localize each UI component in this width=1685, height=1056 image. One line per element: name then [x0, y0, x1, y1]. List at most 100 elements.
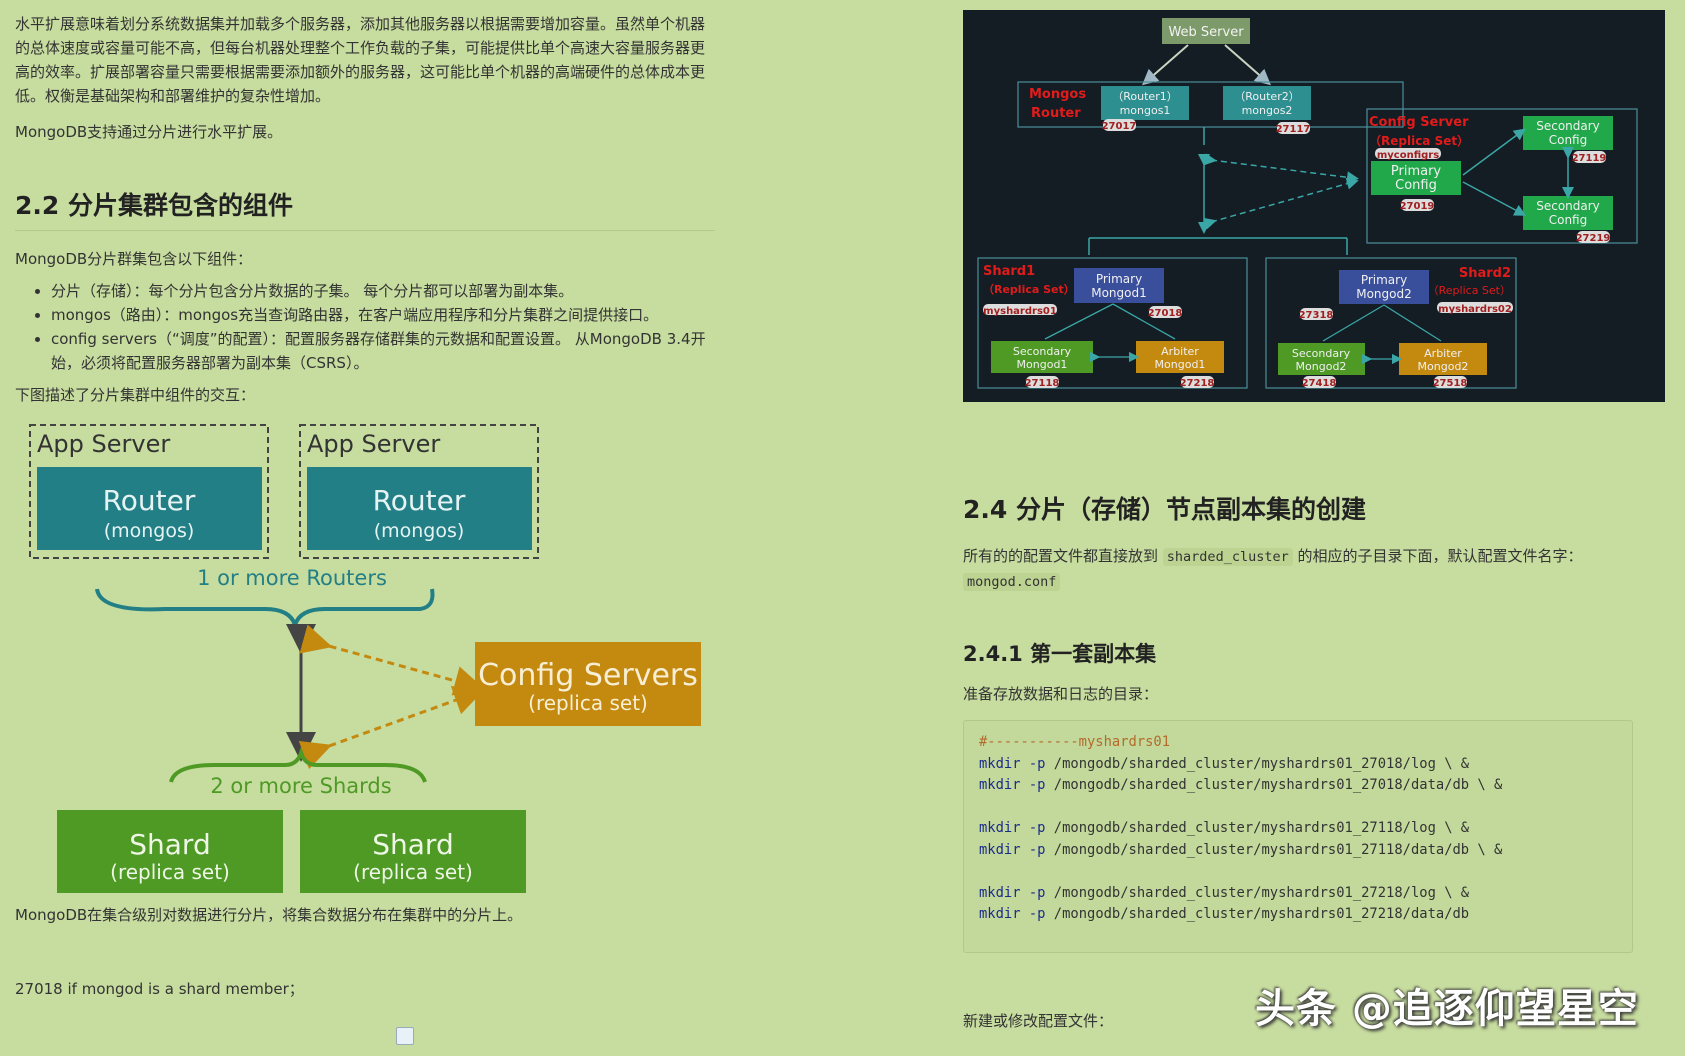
router1-box [1101, 86, 1189, 120]
mongod1-label: Mongod1 [1091, 286, 1147, 300]
diagram-caption: 下图描述了分片集群中组件的交互： [15, 386, 256, 404]
app-server-label: App Server [37, 430, 170, 458]
mongod2-label: Mongod2 [1418, 360, 1469, 373]
code-line: mkdir -p /mongodb/sharded_cluster/myshar… [979, 883, 1617, 905]
shard2-title: Shard2 [1459, 266, 1511, 281]
mongos2-label: mongos2 [1242, 104, 1293, 117]
routers-brace [95, 588, 435, 632]
secondary-label: Secondary [1536, 119, 1600, 133]
config-servers-box [475, 642, 701, 726]
shard-box [300, 810, 526, 893]
primary-mongod1-box [1074, 268, 1164, 303]
secondary-config-box [1523, 196, 1613, 230]
mongos1-label: mongos1 [1120, 104, 1171, 117]
app-server-box [299, 424, 539, 559]
code-comment: #-----------myshardrs01 [979, 734, 1171, 750]
shard1-title: Shard1 [983, 264, 1035, 279]
primary-label: Primary [1391, 164, 1442, 179]
router-label: Router [103, 484, 196, 517]
web-server-label: Web Server [1168, 25, 1244, 40]
config-server-title: Config Server [1369, 115, 1469, 130]
code-keyword: mkdir [979, 906, 1021, 922]
copy-icon[interactable] [396, 1027, 414, 1045]
config-rs-name: myconfigrs [1377, 150, 1439, 161]
code-flag: -p [1028, 841, 1046, 858]
mongos-label: (mongos) [104, 520, 195, 542]
router2-label: （Router2） [1234, 90, 1299, 103]
code-keyword: mkdir [979, 820, 1021, 836]
config-label: Config [1395, 178, 1437, 193]
inline-code: sharded_cluster [1162, 548, 1293, 566]
shard-config-arrow [298, 685, 485, 770]
code-flag: -p [1028, 906, 1046, 922]
code-blank-line [979, 797, 1617, 819]
components-intro: MongoDB分片群集包含以下组件： [15, 250, 253, 268]
code-flag: -p [1028, 755, 1046, 772]
code-flag: -p [1028, 820, 1046, 836]
code-text: /mongodb/sharded_cluster/myshardrs01_272… [1045, 906, 1470, 922]
shard-label: Shard [129, 828, 210, 861]
router-label: Router [373, 484, 466, 517]
port-badge [1300, 308, 1333, 320]
port-label: 27219 [1576, 233, 1611, 244]
port-note: 27018 if mongod is a shard member； [15, 980, 304, 998]
code-line: mkdir -p /mongodb/sharded_cluster/myshar… [979, 840, 1617, 862]
config-label: Config [1549, 133, 1588, 147]
name-badge [1437, 302, 1513, 313]
config-file-note: 所有的的配置文件都直接放到 sharded_cluster 的相应的子目录下面，… [963, 544, 1665, 594]
arbiter-label: Arbiter [1161, 345, 1199, 358]
mongod2-label: Mongod2 [1356, 287, 1412, 301]
list-item: mongos（路由）：mongos充当查询路由器，在客户端应用程序和分片集群之间… [51, 303, 715, 327]
secondary-label: Secondary [1536, 199, 1600, 213]
router-title: Router [1031, 106, 1081, 121]
config-servers-label: Config Servers [478, 658, 698, 693]
port-badge [1181, 376, 1214, 388]
primary-mongod2-box [1339, 270, 1429, 304]
name-badge [983, 304, 1057, 315]
code-keyword: mkdir [979, 841, 1021, 858]
port-label: 27017 [1102, 121, 1137, 132]
web-server-box [1162, 18, 1250, 44]
list-item: 分片（存储）：每个分片包含分片数据的子集。 每个分片都可以部署为副本集。 [51, 279, 715, 303]
code-line: mkdir -p /mongodb/sharded_cluster/myshar… [979, 904, 1617, 926]
secondary-mongod1-box [991, 341, 1093, 373]
primary-label: Primary [1361, 273, 1407, 287]
mongod1-label: Mongod1 [1155, 358, 1206, 371]
shard2-group [1265, 257, 1517, 389]
port-label: 27117 [1276, 124, 1311, 135]
code-block[interactable]: #-----------myshardrs01 mkdir -p /mongod… [963, 720, 1633, 953]
shard-sub: (replica set) [110, 860, 230, 884]
port-badge [1573, 151, 1606, 163]
port-badge [1149, 306, 1182, 318]
port-label: 27518 [1433, 378, 1468, 389]
section-heading-2-4: 2.4 分片（存储）节点副本集的创建 [963, 495, 1366, 524]
mongos-router-group [1017, 81, 1404, 128]
code-keyword: mkdir [979, 777, 1021, 793]
shard-sub: (replica set) [353, 860, 473, 884]
inline-code: mongod.conf [963, 573, 1061, 591]
code-flag: -p [1028, 777, 1046, 793]
router-config-arrow [299, 624, 485, 696]
port-label: 27418 [1302, 378, 1337, 389]
config-file-instruction: 新建或修改配置文件： [963, 1012, 1114, 1030]
config-servers-sub: (replica set) [528, 691, 648, 715]
shard-box [57, 810, 283, 893]
connector [1044, 303, 1114, 340]
code-blank-line [979, 861, 1617, 883]
code-flag: -p [1028, 884, 1046, 901]
router-box [37, 467, 262, 550]
shards-brace [169, 746, 427, 783]
arbiter-mongod2-box [1399, 343, 1487, 375]
text-span: 的相应的子目录下面，默认配置文件名字： [1297, 547, 1583, 565]
prepare-dirs-note: 准备存放数据和日志的目录： [963, 685, 1159, 703]
config-server-group [1366, 108, 1638, 244]
arrow [1141, 44, 1189, 86]
secondary-config-box [1523, 116, 1613, 150]
mongod2-label: Mongod2 [1296, 360, 1347, 373]
code-text: /mongodb/sharded_cluster/myshardrs01_272… [1045, 884, 1470, 901]
port-badge [1303, 376, 1336, 388]
subsection-heading-2-4-1: 2.4.1 第一套副本集 [963, 642, 1157, 666]
code-keyword: mkdir [979, 884, 1021, 901]
list-item: config servers（“调度”的配置）：配置服务器存储群集的元数据和配置… [51, 327, 715, 375]
port-label: 27119 [1572, 153, 1607, 164]
